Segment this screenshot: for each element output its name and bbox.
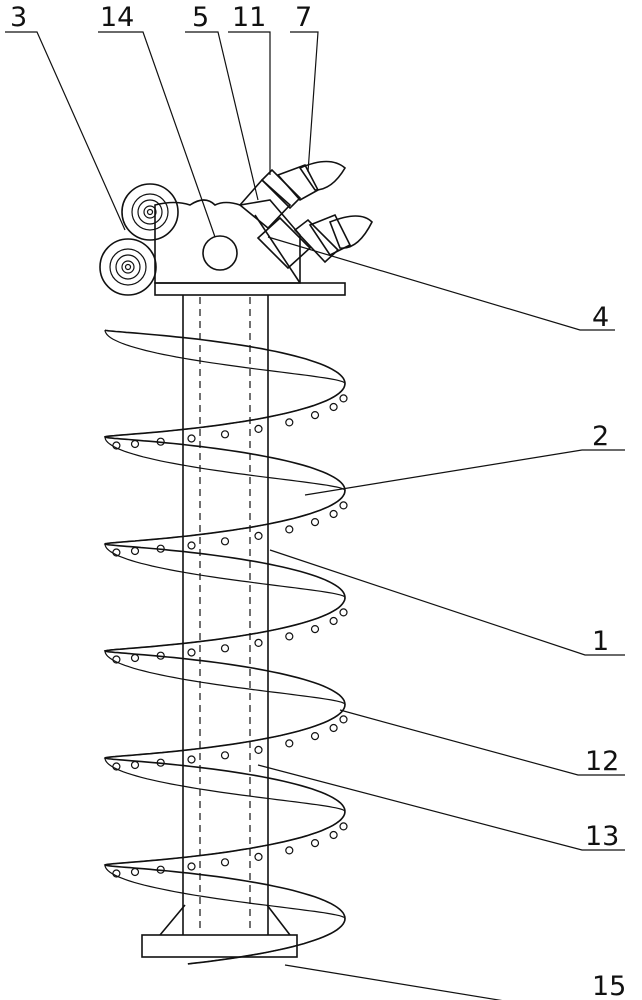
base-plate [141, 904, 298, 958]
leader-lines [5, 31, 625, 1000]
flight-hole [187, 541, 196, 550]
flight-hole [130, 760, 140, 770]
flight-hole [285, 418, 294, 427]
flight-hole [254, 852, 263, 862]
label-5: 5 [192, 2, 209, 33]
flight-hole [310, 624, 320, 634]
flight-hole [310, 517, 320, 527]
flight-hole [339, 608, 348, 617]
flight-hole [339, 715, 348, 724]
label-2: 2 [592, 421, 609, 452]
part-labels: 3 14 5 11 7 4 2 1 12 13 15 [10, 2, 626, 1000]
helical-flight [103, 329, 346, 965]
flight-hole [285, 846, 294, 855]
flight-hole [285, 739, 294, 748]
flight-edge-lower [104, 329, 346, 965]
label-11: 11 [232, 2, 266, 33]
label-15: 15 [592, 971, 626, 1000]
label-13: 13 [585, 821, 619, 852]
flight-hole [285, 525, 294, 534]
flight-hole [254, 638, 263, 648]
flight-hole [130, 653, 140, 663]
label-4: 4 [592, 302, 609, 333]
flight-hole [130, 546, 140, 556]
label-7: 7 [295, 2, 312, 33]
flight-hole [112, 762, 121, 771]
flight-hole [187, 755, 196, 764]
flight-hole [156, 758, 165, 767]
flight-hole [187, 434, 196, 443]
flight-hole [112, 869, 121, 878]
label-14: 14 [100, 2, 134, 33]
flight-hole [329, 830, 338, 840]
flight-hole [310, 411, 320, 420]
flight-hole [187, 862, 196, 871]
flight-hole [156, 651, 165, 660]
flight-hole [339, 822, 348, 831]
flight-hole [112, 441, 121, 450]
drill-head [154, 199, 346, 296]
roller-upper [121, 183, 179, 241]
flight-hole [112, 655, 121, 664]
flight-hole [310, 838, 320, 848]
flight-hole [187, 648, 196, 657]
flight-hole [339, 501, 348, 510]
flight-hole [156, 865, 165, 874]
flight-hole [220, 644, 230, 653]
flight-hole [254, 531, 263, 541]
flight-hole [329, 723, 338, 733]
flight-hole [130, 867, 140, 877]
flight-hole [329, 616, 338, 626]
cutting-pick-lower [256, 213, 373, 270]
flight-hole [254, 745, 263, 755]
flight-hole [310, 731, 320, 741]
flight-holes [112, 394, 348, 878]
flight-hole [329, 402, 338, 412]
label-1: 1 [592, 626, 609, 657]
flight-hole [339, 394, 348, 403]
pivot-circle [202, 235, 238, 271]
central-shaft [182, 295, 269, 935]
flight-hole [112, 548, 121, 557]
flight-hole [130, 439, 140, 449]
flight-hole [254, 424, 263, 433]
flight-hole [329, 509, 338, 519]
flight-hole [220, 751, 230, 760]
flight-hole [220, 430, 230, 439]
flight-hole [156, 437, 165, 446]
flight-hole [156, 544, 165, 553]
label-12: 12 [585, 746, 619, 777]
label-3: 3 [10, 2, 27, 33]
flight-hole [220, 537, 230, 546]
flight-hole [220, 858, 230, 867]
roller-lower [99, 238, 157, 296]
flight-hole [285, 632, 294, 641]
